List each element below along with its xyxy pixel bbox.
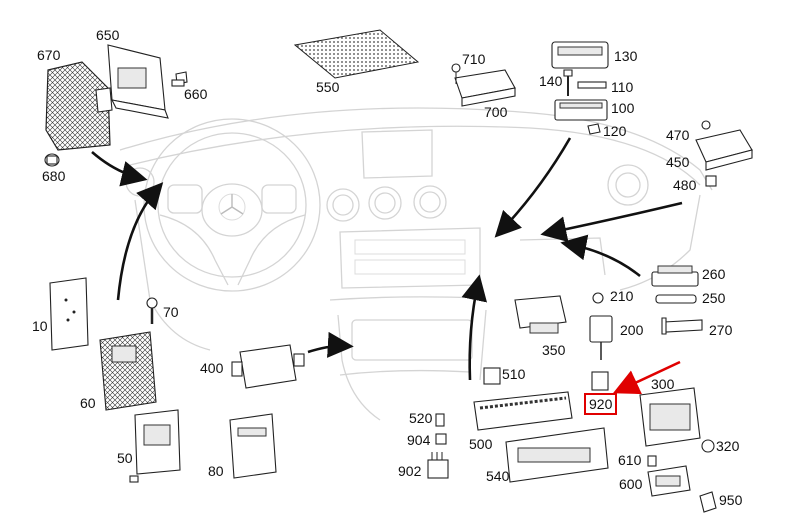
part-520-shape <box>435 413 445 427</box>
label-950: 950 <box>719 492 743 508</box>
label-450: 450 <box>666 154 690 170</box>
label-650: 650 <box>96 27 120 43</box>
part-610-shape <box>647 455 657 467</box>
label-50: 50 <box>117 450 133 466</box>
part-200-shape <box>589 315 613 360</box>
part-510-shape <box>483 367 501 385</box>
label-480: 480 <box>673 177 697 193</box>
label-300: 300 <box>651 376 675 392</box>
part-400-shape <box>231 344 305 389</box>
label-902: 902 <box>398 463 422 479</box>
label-550: 550 <box>316 79 340 95</box>
part-950-shape <box>699 491 717 513</box>
part-700-shape <box>451 63 516 107</box>
part-300-shape <box>639 387 701 447</box>
label-130: 130 <box>614 48 638 64</box>
label-680: 680 <box>42 168 66 184</box>
part-10-shape <box>49 277 89 351</box>
part-270-shape <box>661 317 703 335</box>
part-350-shape <box>514 295 567 334</box>
label-210: 210 <box>610 288 634 304</box>
part-140-shape <box>563 69 573 96</box>
label-904: 904 <box>407 432 431 448</box>
label-60: 60 <box>80 395 96 411</box>
label-600: 600 <box>619 476 643 492</box>
part-660-shape <box>171 71 188 87</box>
label-110: 110 <box>611 79 634 95</box>
part-650-shape <box>107 44 169 119</box>
label-100: 100 <box>611 100 635 116</box>
part-110-shape <box>577 81 607 89</box>
label-400: 400 <box>200 360 224 376</box>
part-540-shape <box>505 427 609 483</box>
label-120: 120 <box>603 123 627 139</box>
label-500: 500 <box>469 436 493 452</box>
part-130-shape <box>551 41 609 69</box>
direction-arrows <box>91 137 683 395</box>
part-600-shape <box>647 465 691 497</box>
label-610: 610 <box>618 452 642 468</box>
label-510: 510 <box>502 366 526 382</box>
label-670: 670 <box>37 47 61 63</box>
label-250: 250 <box>702 290 726 306</box>
part-320-shape <box>701 439 715 453</box>
part-680-shape <box>44 153 60 167</box>
part-250-shape <box>655 294 697 304</box>
part-100-shape <box>554 99 608 121</box>
label-660: 660 <box>184 86 208 102</box>
label-320: 320 <box>716 438 740 454</box>
label-260: 260 <box>702 266 726 282</box>
label-80: 80 <box>208 463 224 479</box>
part-902-shape <box>427 452 449 479</box>
part-260-shape <box>651 265 699 287</box>
part-920-shape <box>591 371 609 391</box>
part-50-shape <box>129 409 181 483</box>
part-80-shape <box>229 413 277 479</box>
label-700: 700 <box>484 104 508 120</box>
label-350: 350 <box>542 342 566 358</box>
label-920-highlighted: 920 <box>584 393 618 415</box>
part-450-shape <box>695 120 753 187</box>
highlight-arrow <box>612 360 681 395</box>
label-70: 70 <box>163 304 179 320</box>
label-200: 200 <box>620 322 644 338</box>
part-500-shape <box>473 391 573 431</box>
label-270: 270 <box>709 322 733 338</box>
part-904-shape <box>435 433 447 445</box>
part-670-shape <box>45 61 113 151</box>
label-470: 470 <box>666 127 690 143</box>
part-60-shape <box>99 331 157 411</box>
label-140: 140 <box>539 73 563 89</box>
part-120-shape <box>587 123 601 135</box>
part-70-shape <box>146 297 158 324</box>
label-710: 710 <box>462 51 486 67</box>
label-10: 10 <box>32 318 48 334</box>
label-520: 520 <box>409 410 433 426</box>
part-210-shape <box>592 292 604 304</box>
label-540: 540 <box>486 468 510 484</box>
part-550-shape <box>293 29 420 79</box>
